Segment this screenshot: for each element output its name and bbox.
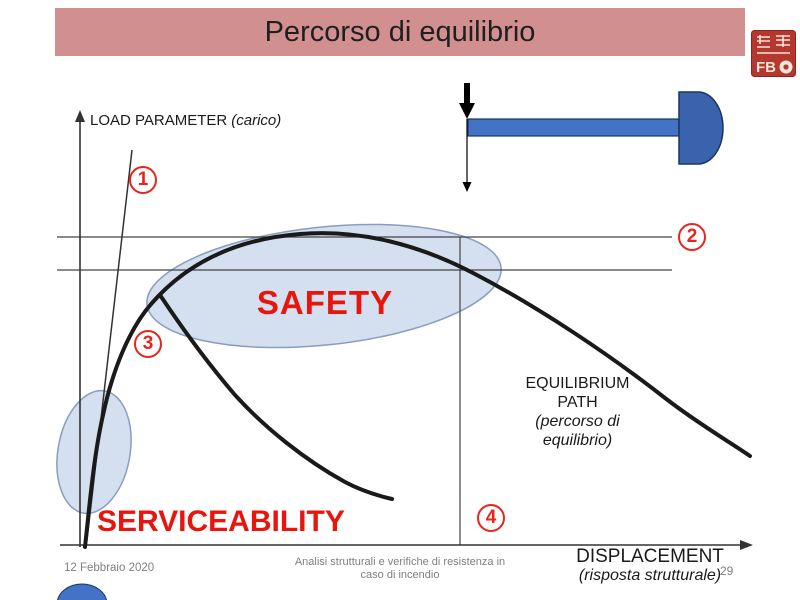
marker-4-number: 4 [485, 507, 497, 528]
load-arrow-head-icon [459, 103, 475, 119]
marker-1-number: 1 [137, 169, 149, 190]
y-axis-label-italic: (carico) [231, 112, 282, 129]
footer-caption: Analisi strutturali e verifiche di resis… [250, 556, 550, 582]
x-axis-arrow-icon [740, 540, 753, 550]
footer-page-number: 29 [720, 564, 734, 578]
beam-support-cap [678, 91, 724, 165]
y-axis-arrow-icon [75, 110, 85, 122]
equilibrium-annotation-line1: EQUILIBRIUM [525, 375, 630, 392]
marker-circle-1: 1 [129, 166, 157, 194]
y-axis-label: LOAD PARAMETER(carico) [90, 112, 281, 129]
seal-graphic: FB [751, 30, 796, 77]
footer-caption-line1: Analisi strutturali e verifiche di resis… [294, 556, 506, 568]
slide-title-bar: Percorso di equilibrio [55, 8, 745, 56]
marker-2-number: 2 [686, 226, 698, 247]
equilibrium-annotation-line2: PATH [557, 394, 598, 411]
deflection-arrow-icon [462, 182, 472, 192]
cantilever-beam-sketch [459, 83, 724, 192]
x-axis-label-text: DISPLACEMENT [576, 546, 724, 567]
beam-bar [467, 118, 680, 137]
marker-circle-3: 3 [134, 330, 162, 358]
marker-circle-4: 4 [477, 504, 505, 532]
equilibrium-path-annotation: EQUILIBRIUM PATH (percorso di equilibrio… [500, 374, 655, 450]
marker-3-number: 3 [142, 333, 154, 354]
x-axis-label: DISPLACEMENT (risposta strutturale) [545, 547, 755, 585]
serviceability-region-ellipse [56, 389, 132, 515]
equilibrium-path-curve [83, 231, 752, 549]
marker-circle-2: 2 [678, 223, 706, 251]
y-axis-label-text: LOAD PARAMETER [90, 112, 228, 129]
footer-date: 12 Febbraio 2020 [64, 562, 155, 574]
seal-letters: FB [756, 59, 776, 76]
equilibrium-annotation-line4: equilibrio) [542, 432, 613, 449]
safety-region-label: SAFETY [256, 284, 394, 321]
red-seal-stamp-icon: FB [751, 30, 796, 77]
x-axis-label-italic: (risposta strutturale) [578, 567, 722, 584]
page-title: Percorso di equilibrio [264, 15, 536, 48]
footer-caption-line2: caso di incendio [360, 569, 440, 581]
equilibrium-annotation-line3: (percorso di [535, 413, 620, 430]
descending-branch-curve [158, 293, 394, 501]
safety-region-ellipse [146, 223, 502, 349]
bottom-left-decoration [56, 583, 108, 600]
serviceability-region-label: SERVICEABILITY [97, 505, 345, 538]
